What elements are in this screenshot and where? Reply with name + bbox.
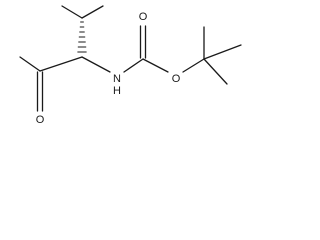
alpha-carbon-nitrogen-bond [81,56,111,73]
tert-butyl-right-methyl-bond [203,44,242,60]
carbamate-ester-oxygen-bond [142,58,169,73]
amide-nitrogen-label: N [113,73,121,85]
carbonyl-oxygen-label: O [139,11,148,23]
molecule-structure-diagram: O N H O O [19,5,242,126]
acetyl-methyl-bond [19,56,41,72]
isopropyl-left-methyl-bond [61,5,83,19]
isopropyl-right-methyl-bond [81,5,104,19]
tert-butyl-lower-methyl-bond [203,58,228,85]
amide-hydrogen-label: H [113,85,121,97]
ketone-oxygen-label: O [36,114,45,126]
ketone-alpha-carbon-bond [39,56,83,72]
hashed-wedge-stereo-bond [77,21,87,53]
ester-oxygen-label: O [172,73,181,85]
nitrogen-carbamate-carbon-bond [123,58,144,73]
ester-oxygen-tert-butyl-bond [182,58,205,73]
